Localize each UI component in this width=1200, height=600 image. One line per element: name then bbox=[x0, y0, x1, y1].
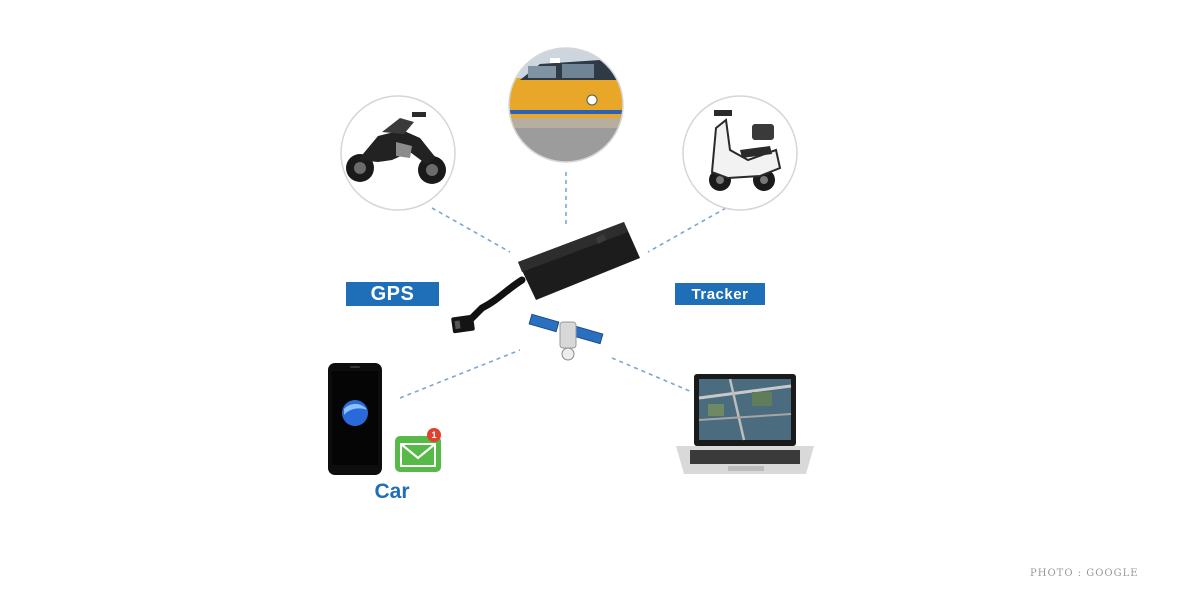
smartphone-icon bbox=[328, 363, 382, 475]
notification-count: 1 bbox=[431, 430, 436, 440]
mail-notification-icon bbox=[395, 428, 441, 472]
gps-tracker-device-icon bbox=[451, 222, 640, 334]
motorcycle-icon bbox=[340, 95, 456, 211]
connector-scooter bbox=[647, 207, 727, 253]
connector-phone bbox=[399, 349, 521, 399]
taxi-icon bbox=[508, 47, 624, 163]
photo-credit: PHOTO : GOOGLE bbox=[1030, 568, 1139, 579]
connector-motorcycle bbox=[431, 207, 511, 253]
gps-label: GPS bbox=[346, 282, 439, 306]
connector-laptop bbox=[611, 357, 693, 393]
laptop-map-icon bbox=[676, 374, 814, 474]
notification-badge: 1 bbox=[431, 430, 436, 440]
satellite-icon bbox=[528, 313, 604, 361]
car-label: Car bbox=[374, 480, 410, 503]
scooter-icon bbox=[682, 95, 798, 211]
tracker-label: Tracker bbox=[675, 283, 765, 305]
connector-lines bbox=[399, 172, 727, 399]
